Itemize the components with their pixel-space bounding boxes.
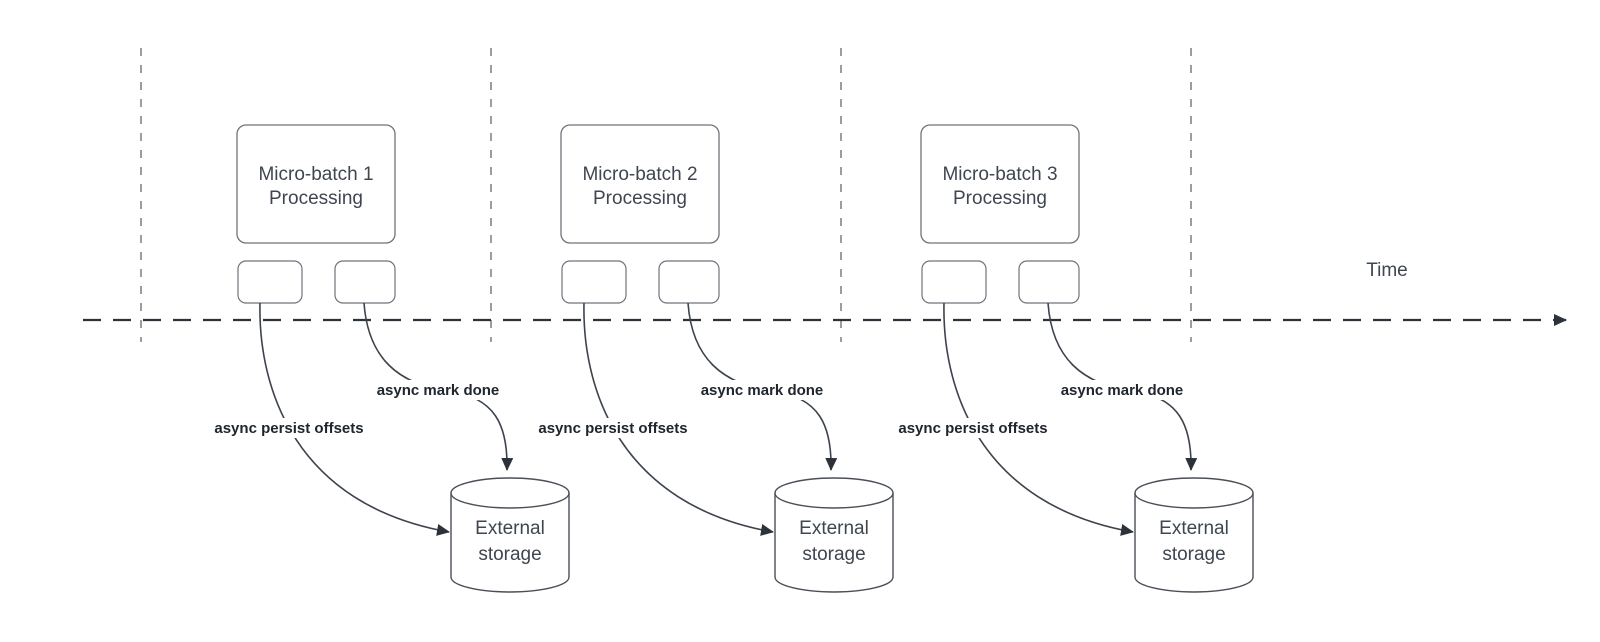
external-storage-label-line1-1: External xyxy=(475,518,545,539)
microbatch-1-persist-task-box xyxy=(237,260,303,304)
external-storage-label-line2-1: storage xyxy=(478,544,541,565)
microbatch-2-done-task-box xyxy=(658,260,720,304)
microbatch-group-2: Micro-batch 2 Processing async mark done… xyxy=(523,124,894,593)
persist-offsets-arrow-3 xyxy=(943,302,1134,536)
microbatch-3-processing-box xyxy=(920,124,1080,244)
mark-done-label-bg-2 xyxy=(685,380,839,400)
mark-done-label-3: async mark done xyxy=(1061,382,1184,399)
microbatch-group-1: Micro-batch 1 Processing async mark done… xyxy=(199,124,570,593)
persist-offsets-label-2: async persist offsets xyxy=(538,420,687,437)
mark-done-label-2: async mark done xyxy=(701,382,824,399)
external-storage-label-line2-2: storage xyxy=(802,544,865,565)
microbatch-group-3: Micro-batch 3 Processing async mark done… xyxy=(883,124,1254,593)
persist-offsets-label-bg-1 xyxy=(199,418,379,438)
mark-done-label-bg-3 xyxy=(1045,380,1199,400)
microbatch-1-title-line2: Processing xyxy=(269,188,363,209)
microbatch-1-processing-box xyxy=(236,124,396,244)
microbatch-3-title-line2: Processing xyxy=(953,188,1047,209)
persist-offsets-label-bg-2 xyxy=(523,418,703,438)
microbatch-2-processing-box xyxy=(560,124,720,244)
time-label: Time xyxy=(1366,260,1408,281)
microbatch-1-done-task-box xyxy=(334,260,396,304)
microbatch-2-title-line1: Micro-batch 2 xyxy=(582,164,697,185)
microbatch-2-title-line2: Processing xyxy=(593,188,687,209)
mark-done-label-bg-1 xyxy=(361,380,515,400)
persist-offsets-label-3: async persist offsets xyxy=(898,420,1047,437)
microbatch-3-persist-task-box xyxy=(921,260,987,304)
persist-offsets-arrow-1 xyxy=(259,302,450,536)
persist-offsets-arrow-2 xyxy=(583,302,774,536)
microbatch-1-title-line1: Micro-batch 1 xyxy=(258,164,373,185)
external-storage-label-line1-3: External xyxy=(1159,518,1229,539)
external-storage-cylinder-rim-3 xyxy=(1134,492,1254,509)
microbatch-2-persist-task-box xyxy=(561,260,627,304)
external-storage-label-line1-2: External xyxy=(799,518,869,539)
persist-offsets-label-bg-3 xyxy=(883,418,1063,438)
external-storage-label-line2-3: storage xyxy=(1162,544,1225,565)
microbatch-3-title-line1: Micro-batch 3 xyxy=(942,164,1057,185)
external-storage-cylinder-rim-1 xyxy=(450,492,570,509)
mark-done-label-1: async mark done xyxy=(377,382,500,399)
persist-offsets-label-1: async persist offsets xyxy=(214,420,363,437)
microbatch-3-done-task-box xyxy=(1018,260,1080,304)
external-storage-cylinder-rim-2 xyxy=(774,492,894,509)
